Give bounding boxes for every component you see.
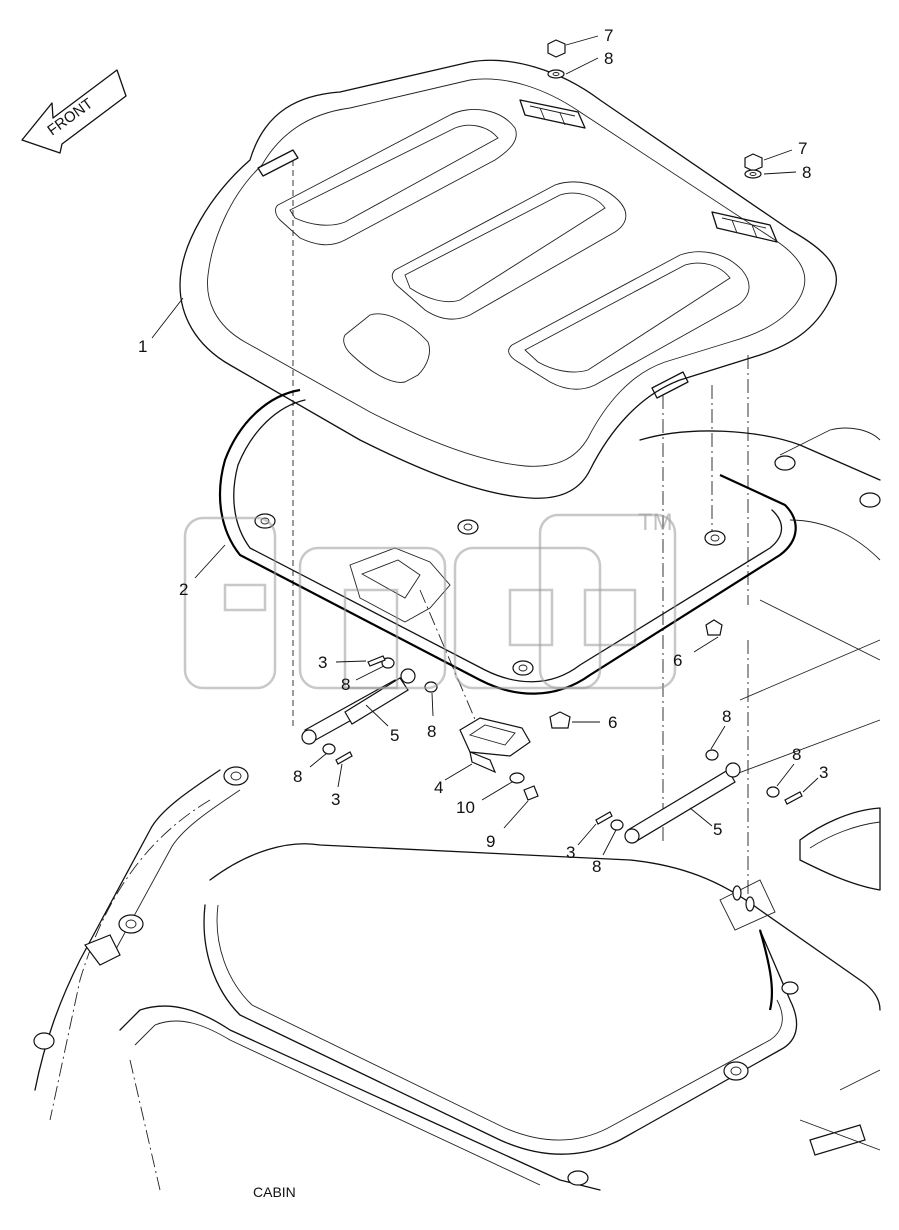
callout-9: 9 (486, 832, 495, 851)
callout-3: 3 (566, 843, 575, 862)
seal-frame-part-2 (218, 388, 797, 695)
callout-7: 7 (798, 139, 807, 158)
watermark-logo: TM (183, 509, 677, 690)
clip-pins-part-3 (335, 655, 803, 825)
callout-8: 8 (604, 49, 613, 68)
callout-3: 3 (318, 653, 327, 672)
callout-4: 4 (434, 778, 443, 797)
callout-8: 8 (802, 163, 811, 182)
diagram-caption: CABIN (253, 1184, 296, 1200)
cabin-roof-structure (33, 427, 881, 1191)
nut-7-top (547, 39, 566, 79)
front-label: FRONT (44, 95, 96, 139)
latch-part-4 (459, 717, 531, 774)
gas-strut-right-part-5 (610, 749, 780, 844)
callout-8: 8 (293, 767, 302, 786)
screw-part-9 (523, 785, 539, 801)
nut-7-right (744, 153, 763, 179)
assembly-guide-lines (292, 160, 749, 900)
callout-2: 2 (179, 580, 188, 599)
front-arrow: FRONT (21, 69, 127, 154)
callout-8: 8 (592, 857, 601, 876)
callout-8: 8 (722, 707, 731, 726)
callout-3: 3 (331, 790, 340, 809)
gas-strut-left-part-5 (301, 657, 438, 755)
callout-8: 8 (341, 675, 350, 694)
callout-6: 6 (673, 651, 682, 670)
callout-8: 8 (792, 745, 801, 764)
callout-8: 8 (427, 722, 436, 741)
callout-5: 5 (713, 820, 722, 839)
callouts: 7 8 7 8 1 2 3 8 5 8 8 3 6 6 4 10 9 8 8 (138, 26, 828, 876)
roof-cover-part-1 (179, 59, 838, 499)
callout-10: 10 (456, 798, 475, 817)
callout-5: 5 (390, 726, 399, 745)
watermark-tm: TM (638, 509, 673, 536)
callout-6: 6 (608, 713, 617, 732)
callout-7: 7 (604, 26, 613, 45)
callout-1: 1 (138, 337, 147, 356)
rubber-mounts-part-6 (549, 619, 723, 729)
callout-3: 3 (819, 763, 828, 782)
washer-part-10 (509, 772, 525, 784)
